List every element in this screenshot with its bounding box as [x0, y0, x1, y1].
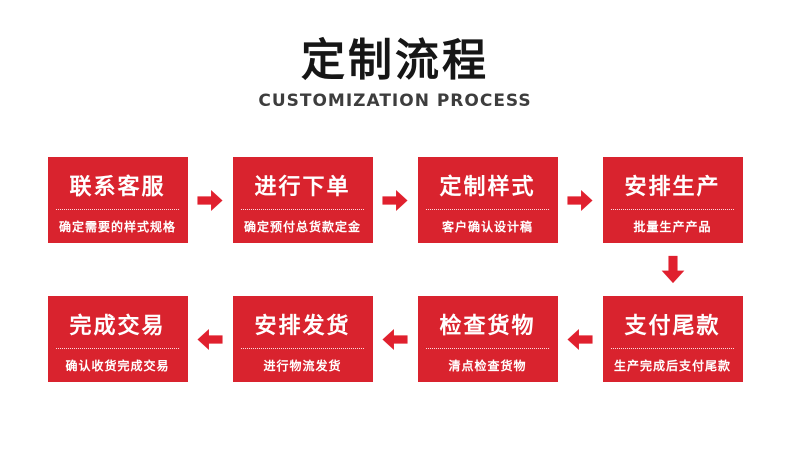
- step-description: 客户确认设计稿: [441, 220, 533, 234]
- step-description: 确定预付总货款定金: [243, 220, 361, 234]
- arrow-left-icon: [188, 296, 233, 382]
- arrow-right-icon: [558, 157, 603, 243]
- step-title: 联系客服: [69, 175, 166, 200]
- dotted-divider: [55, 209, 180, 210]
- arrow-down-icon: [603, 243, 743, 296]
- dotted-divider: [55, 348, 180, 349]
- step-title: 支付尾款: [624, 314, 721, 339]
- step-contact-service: 联系客服 确定需要的样式规格: [47, 157, 188, 243]
- step-title: 进行下单: [254, 175, 351, 200]
- dotted-divider: [240, 348, 365, 349]
- step-description: 批量生产产品: [633, 220, 712, 234]
- process-flow-diagram: 联系客服 确定需要的样式规格 进行下单 确定预付总货款定金 定制样式 客户确认设…: [47, 157, 743, 382]
- arrow-left-icon: [558, 296, 603, 382]
- page-subtitle: CUSTOMIZATION PROCESS: [258, 91, 532, 111]
- arrow-right-icon: [188, 157, 233, 243]
- step-title: 定制样式: [439, 175, 536, 200]
- dotted-divider: [610, 209, 735, 210]
- step-arrange-shipment: 安排发货 进行物流发货: [232, 296, 373, 382]
- step-place-order: 进行下单 确定预付总货款定金: [232, 157, 373, 243]
- step-title: 完成交易: [69, 314, 166, 339]
- step-description: 确定需要的样式规格: [58, 220, 176, 234]
- arrow-right-icon: [373, 157, 418, 243]
- dotted-divider: [240, 209, 365, 210]
- step-custom-style: 定制样式 客户确认设计稿: [417, 157, 558, 243]
- dotted-divider: [425, 209, 550, 210]
- page-header: 定制流程 CUSTOMIZATION PROCESS: [0, 0, 790, 112]
- step-title: 安排生产: [624, 175, 721, 200]
- step-arrange-production: 安排生产 批量生产产品: [602, 157, 743, 243]
- step-pay-balance: 支付尾款 生产完成后支付尾款: [602, 296, 743, 382]
- step-description: 确认收货完成交易: [65, 359, 170, 373]
- step-title: 检查货物: [439, 314, 536, 339]
- arrow-left-icon: [373, 296, 418, 382]
- dotted-divider: [610, 348, 735, 349]
- step-check-goods: 检查货物 清点检查货物: [417, 296, 558, 382]
- step-description: 生产完成后支付尾款: [613, 359, 731, 373]
- step-description: 清点检查货物: [448, 359, 527, 373]
- step-description: 进行物流发货: [263, 359, 342, 373]
- step-complete-transaction: 完成交易 确认收货完成交易: [47, 296, 188, 382]
- step-title: 安排发货: [254, 314, 351, 339]
- dotted-divider: [425, 348, 550, 349]
- page-title: 定制流程: [301, 35, 489, 86]
